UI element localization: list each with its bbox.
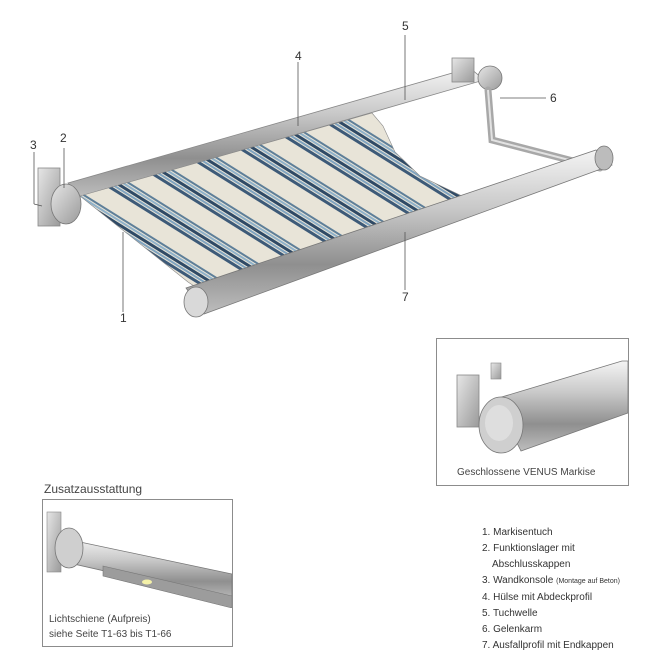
callout-3: 3 <box>30 138 37 152</box>
legend-item-4: 4. Hülse mit Abdeckprofil <box>482 592 593 603</box>
extras-title: Zusatzausstattung <box>44 482 143 496</box>
parts-legend: 1. Markisentuch 2. Funktionslager mit Ab… <box>482 525 620 654</box>
legend-item-2-cont: Abschlusskappen <box>492 559 571 570</box>
callout-lines <box>33 35 546 312</box>
callout-2: 2 <box>60 131 67 145</box>
light-rail-caption-1: Lichtschiene (Aufpreis) <box>49 614 151 625</box>
extras-panel: Lichtschiene (Aufpreis) siehe Seite T1-6… <box>42 499 233 647</box>
awning-illustration <box>33 35 614 318</box>
legend-item-3: 3. Wandkonsole (Montage auf Beton) <box>482 573 620 590</box>
light-rail-image <box>46 511 232 608</box>
callout-5: 5 <box>402 19 409 33</box>
legend-item-1: 1. Markisentuch <box>482 527 553 538</box>
legend-item-3-note: (Montage auf Beton) <box>556 578 620 585</box>
legend-item-7: 7. Ausfallprofil mit Endkappen <box>482 640 614 651</box>
callout-6: 6 <box>550 91 557 105</box>
closed-awning-image <box>456 360 628 454</box>
light-rail-caption-2: siehe Seite T1-63 bis T1-66 <box>49 629 172 640</box>
callout-1: 1 <box>120 311 127 325</box>
legend-item-6: 6. Gelenkarm <box>482 624 543 635</box>
legend-item-5: 5. Tuchwelle <box>482 608 538 619</box>
legend-item-3-label: 3. Wandkonsole <box>482 575 554 586</box>
right-wall-bracket <box>451 57 475 83</box>
closed-awning-panel: Geschlossene VENUS Markise <box>436 338 629 486</box>
callout-7: 7 <box>402 290 409 304</box>
legend-item-2: 2. Funktionslager mit <box>482 543 575 554</box>
closed-awning-caption: Geschlossene VENUS Markise <box>457 467 596 478</box>
callout-4: 4 <box>295 49 302 63</box>
awning-fabric <box>79 112 463 291</box>
